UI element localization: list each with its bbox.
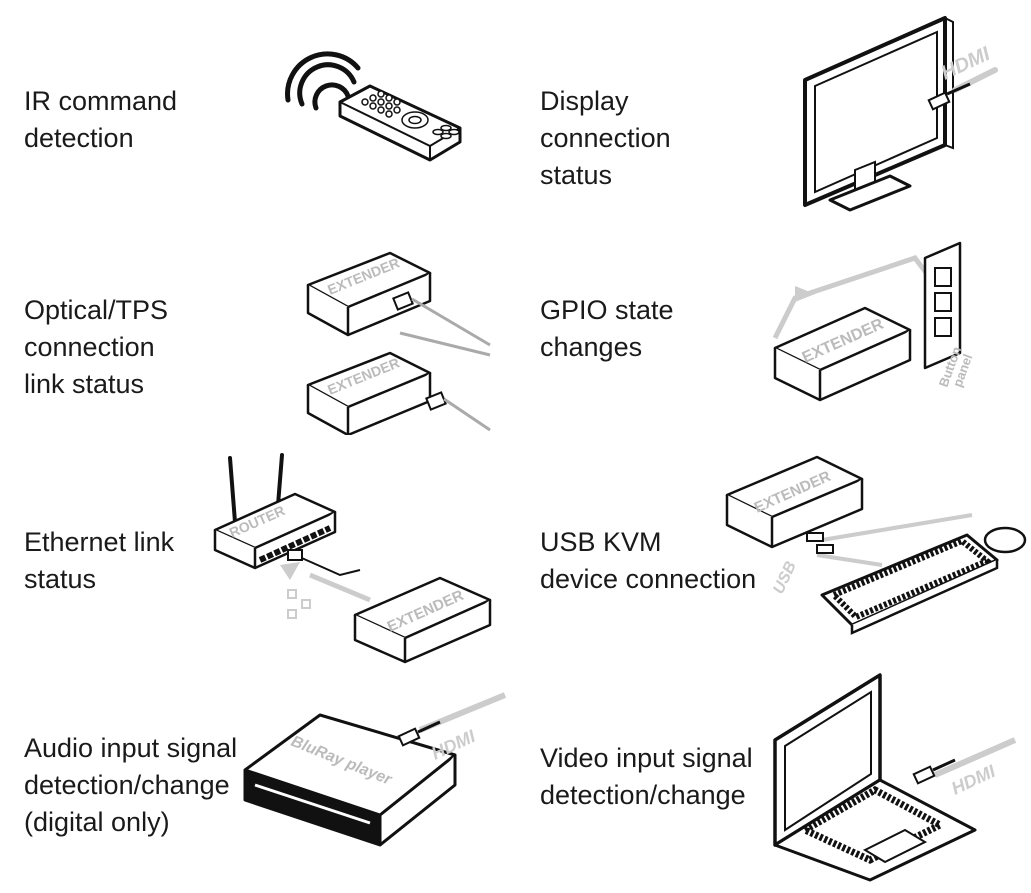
caption-line: link status (24, 369, 145, 399)
caption-line: GPIO state (540, 295, 674, 325)
router-box: ROUTER (213, 492, 337, 570)
caption-video-input: Video input signal detection/change (540, 740, 753, 814)
caption-line: USB KVM (540, 527, 662, 557)
ethernet-icon (287, 589, 311, 619)
gpio-illustration: EXTENDER Button panel (772, 241, 975, 402)
bluray-player-illustration: BluRay player HDMI (243, 692, 507, 847)
caption-line: (digital only) (24, 807, 170, 837)
caption-line: connection (24, 332, 155, 362)
caption-usb-kvm: USB KVM device connection (540, 524, 756, 598)
caption-line: detection (24, 123, 134, 153)
keyboard (820, 533, 999, 635)
extender-box-top: EXTENDER (306, 251, 432, 337)
caption-line: changes (540, 332, 643, 362)
optical-tps-illustration: EXTENDER EXTENDER (306, 251, 491, 435)
extender-box-bottom: EXTENDER (306, 351, 432, 435)
caption-gpio-state: GPIO state changes (540, 292, 674, 366)
extender-box: EXTENDER (773, 306, 912, 402)
laptop-illustration: HDMI (773, 673, 1017, 882)
ir-remote-illustration (285, 51, 462, 162)
caption-line: connection (540, 123, 671, 153)
caption-line: Optical/TPS (24, 295, 169, 325)
button-panel (923, 241, 962, 370)
caption-line: detection/change (540, 780, 746, 810)
extender-box: EXTENDER (353, 576, 492, 664)
caption-line: device connection (540, 564, 757, 594)
usb-label: USB (770, 559, 800, 597)
caption-display-connection: Display connection status (540, 83, 671, 194)
usb-kvm-illustration: EXTENDER USB (725, 455, 1027, 635)
caption-line: detection/change (24, 770, 230, 800)
caption-line: Audio input signal (24, 733, 238, 763)
caption-line: IR command (24, 86, 178, 116)
mouse (983, 526, 1027, 554)
caption-line: status (540, 160, 613, 190)
caption-optical-tps: Optical/TPS connection link status (24, 292, 168, 403)
ethernet-illustration: ROUTER EXTENDER (213, 453, 492, 664)
caption-ir-command: IR command detection (24, 83, 177, 157)
caption-line: status (24, 564, 97, 594)
caption-line: Ethernet link (24, 527, 175, 557)
caption-ethernet-link: Ethernet link status (24, 524, 174, 598)
caption-line: Display (540, 86, 629, 116)
extender-box: EXTENDER (725, 455, 864, 549)
display-monitor-illustration: HDMI (803, 16, 998, 212)
caption-line: Video input signal (540, 743, 753, 773)
caption-audio-input: Audio input signal detection/change (dig… (24, 730, 237, 841)
